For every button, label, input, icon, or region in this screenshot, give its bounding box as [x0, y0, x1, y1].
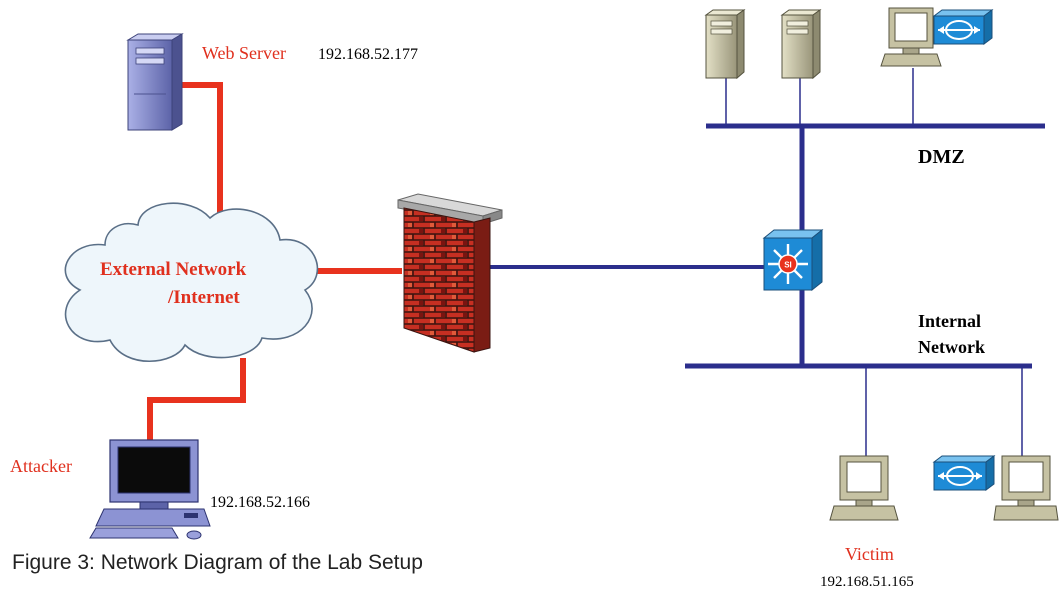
- server-tower-icon: [126, 33, 184, 131]
- dmz-workstation: [880, 7, 942, 67]
- dmz-server-2: [780, 9, 822, 80]
- cloud-label-line1: External Network: [100, 259, 247, 280]
- workstation-icon: [89, 439, 211, 540]
- link-webserver-cloud: [180, 82, 223, 215]
- internal-router: [932, 455, 996, 491]
- external-links: [147, 82, 402, 447]
- attacker-label: Attacker: [10, 456, 72, 476]
- dmz-server-1: [704, 9, 746, 80]
- brick-firewall-icon: [397, 193, 503, 353]
- workstation-icon: [993, 455, 1059, 521]
- layer3-switch-icon: SI: [762, 228, 824, 292]
- dmz-router: [932, 9, 994, 45]
- workstation-icon: [880, 7, 942, 67]
- workstation-icon: [829, 455, 899, 521]
- server-tower-icon: [704, 9, 746, 80]
- cloud-label-line2: /Internet: [167, 287, 240, 308]
- victim-label: Victim: [845, 544, 894, 564]
- cloud-icon: [64, 202, 319, 362]
- internal-network-label-line2: Network: [918, 337, 985, 357]
- web-server-label: Web Server: [202, 43, 286, 63]
- figure-caption: Figure 3: Network Diagram of the Lab Set…: [12, 551, 423, 574]
- internal-workstation: [993, 455, 1059, 521]
- router-icon: [932, 9, 994, 45]
- victim-workstation: [829, 455, 899, 521]
- attacker-ip: 192.168.52.166: [210, 494, 310, 511]
- internal-network-label-line1: Internal: [918, 311, 981, 331]
- internal-links: [488, 68, 1045, 458]
- web-server-ip: 192.168.52.177: [318, 46, 418, 63]
- router-icon: [932, 455, 996, 491]
- victim-ip: 192.168.51.165: [820, 574, 914, 590]
- dmz-label: DMZ: [918, 146, 965, 168]
- attacker-workstation: [89, 439, 211, 540]
- svg-text:SI: SI: [784, 261, 792, 270]
- server-tower-icon: [780, 9, 822, 80]
- link-cloud-attacker: [147, 358, 246, 447]
